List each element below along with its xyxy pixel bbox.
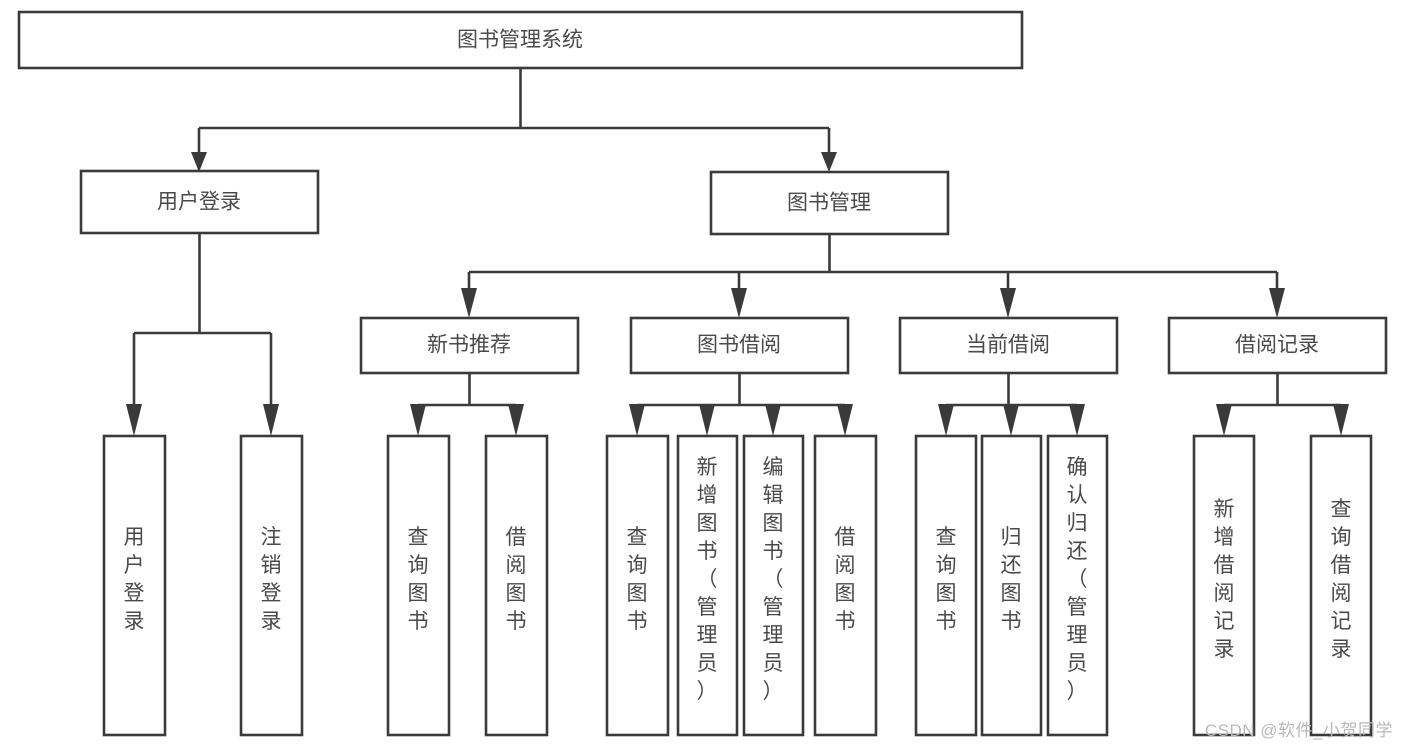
arrow-br-leaf2 xyxy=(1333,404,1349,436)
node-book-manage-label: 图书管理 xyxy=(787,192,871,215)
node-new-book-recommend-label: 新书推荐 xyxy=(427,334,511,357)
node-leaf-bb-edit-book-label: 编辑图书（管理员） xyxy=(763,456,784,703)
node-leaf-br-add-record-label: 新增借阅记录 xyxy=(1214,498,1235,661)
node-leaf-bb-borrow-book-box[interactable] xyxy=(813,434,878,737)
node-leaf-cb-query-book-label: 查询图书 xyxy=(936,526,957,633)
node-leaf-br-query-record-label: 查询借阅记录 xyxy=(1331,498,1352,661)
node-leaf-bb-borrow-book[interactable]: 借阅图书 xyxy=(813,434,878,737)
arrow-book-borrow xyxy=(731,288,747,318)
node-borrow-record[interactable]: 借阅记录 xyxy=(1167,316,1388,375)
node-leaf-nb-borrow-book-label: 借阅图书 xyxy=(506,526,527,633)
arrow-nb-leaf2 xyxy=(508,404,524,436)
node-leaf-bb-query-book-label: 查询图书 xyxy=(627,526,648,633)
node-leaf-nb-borrow-book-box[interactable] xyxy=(484,434,549,737)
node-leaf-logout-box[interactable] xyxy=(239,434,304,737)
arrow-bb-leaf3 xyxy=(765,404,781,436)
arrow-nb-leaf1 xyxy=(410,404,426,436)
node-leaf-bb-query-book-box[interactable] xyxy=(605,434,670,737)
csdn-watermark: CSDN @软件_小贺同学 xyxy=(1204,721,1393,740)
node-leaf-nb-query-book[interactable]: 查询图书 xyxy=(386,434,451,737)
node-book-borrow[interactable]: 图书借阅 xyxy=(629,316,850,375)
node-leaf-user-login-label: 用户登录 xyxy=(124,526,145,633)
arrow-bb-leaf1 xyxy=(629,404,645,436)
node-leaf-user-login-box[interactable] xyxy=(102,434,167,737)
arrow-cb-leaf3 xyxy=(1069,404,1085,436)
node-book-borrow-box[interactable] xyxy=(629,316,850,375)
node-leaf-br-query-record[interactable]: 查询借阅记录 xyxy=(1309,434,1373,737)
node-leaf-bb-borrow-book-label: 借阅图书 xyxy=(835,526,856,633)
node-user-login-label: 用户登录 xyxy=(157,191,241,214)
node-leaf-user-login[interactable]: 用户登录 xyxy=(102,434,167,737)
node-current-borrow-label: 当前借阅 xyxy=(966,334,1050,357)
node-leaf-cb-return-book-label: 归还图书 xyxy=(1001,526,1022,633)
node-book-borrow-label: 图书借阅 xyxy=(697,334,781,357)
arrow-bb-leaf2 xyxy=(699,404,715,436)
node-leaf-br-add-record-box[interactable] xyxy=(1192,434,1256,737)
node-leaf-cb-query-book[interactable]: 查询图书 xyxy=(914,434,978,737)
node-leaf-cb-return-book[interactable]: 归还图书 xyxy=(980,434,1043,737)
node-borrow-record-box[interactable] xyxy=(1167,316,1388,375)
node-leaf-bb-add-book[interactable]: 新增图书（管理员） xyxy=(676,434,739,737)
arrow-leaf-user-login xyxy=(126,404,142,436)
arrow-borrow-record xyxy=(1269,288,1285,318)
node-leaf-bb-edit-book-box[interactable] xyxy=(742,434,805,737)
node-leaf-bb-edit-book[interactable]: 编辑图书（管理员） xyxy=(742,434,805,737)
node-leaf-cb-query-book-box[interactable] xyxy=(914,434,978,737)
arrow-cb-leaf1 xyxy=(938,404,954,436)
node-root[interactable]: 图书管理系统 xyxy=(17,10,1024,70)
arrow-book-manage xyxy=(821,152,837,172)
node-leaf-br-query-record-box[interactable] xyxy=(1309,434,1373,737)
arrow-cb-leaf2 xyxy=(1003,404,1019,436)
node-new-book-recommend-box[interactable] xyxy=(359,316,580,375)
node-book-manage-box[interactable] xyxy=(709,170,950,236)
node-leaf-cb-confirm-return-box[interactable] xyxy=(1046,434,1109,737)
node-leaf-nb-query-book-label: 查询图书 xyxy=(408,526,429,633)
node-leaf-bb-query-book[interactable]: 查询图书 xyxy=(605,434,670,737)
node-leaf-cb-confirm-return[interactable]: 确认归还（管理员） xyxy=(1046,434,1109,737)
arrow-br-leaf1 xyxy=(1216,404,1232,436)
arrow-user-login xyxy=(191,152,207,172)
node-leaf-cb-confirm-return-label: 确认归还（管理员） xyxy=(1067,456,1088,703)
node-leaf-logout-label: 注销登录 xyxy=(261,526,282,633)
node-user-login-box[interactable] xyxy=(79,169,320,235)
arrow-current-borrow xyxy=(1000,288,1016,318)
connectors xyxy=(126,68,1349,436)
node-current-borrow-box[interactable] xyxy=(898,316,1119,375)
arrow-leaf-logout xyxy=(263,404,279,436)
node-leaf-logout[interactable]: 注销登录 xyxy=(239,434,304,737)
node-leaf-bb-add-book-box[interactable] xyxy=(676,434,739,737)
node-root-box[interactable] xyxy=(17,10,1024,70)
node-new-book-recommend[interactable]: 新书推荐 xyxy=(359,316,580,375)
node-current-borrow[interactable]: 当前借阅 xyxy=(898,316,1119,375)
node-leaf-bb-add-book-label: 新增图书（管理员） xyxy=(697,456,718,703)
arrow-bb-leaf4 xyxy=(837,404,853,436)
node-borrow-record-label: 借阅记录 xyxy=(1235,334,1319,357)
node-leaf-nb-borrow-book[interactable]: 借阅图书 xyxy=(484,434,549,737)
node-leaf-nb-query-book-box[interactable] xyxy=(386,434,451,737)
node-leaf-cb-return-book-box[interactable] xyxy=(980,434,1043,737)
node-user-login[interactable]: 用户登录 xyxy=(79,169,320,235)
node-root-label: 图书管理系统 xyxy=(457,29,583,52)
arrow-new-book xyxy=(461,288,477,318)
node-leaf-br-add-record[interactable]: 新增借阅记录 xyxy=(1192,434,1256,737)
node-book-manage[interactable]: 图书管理 xyxy=(709,170,950,236)
